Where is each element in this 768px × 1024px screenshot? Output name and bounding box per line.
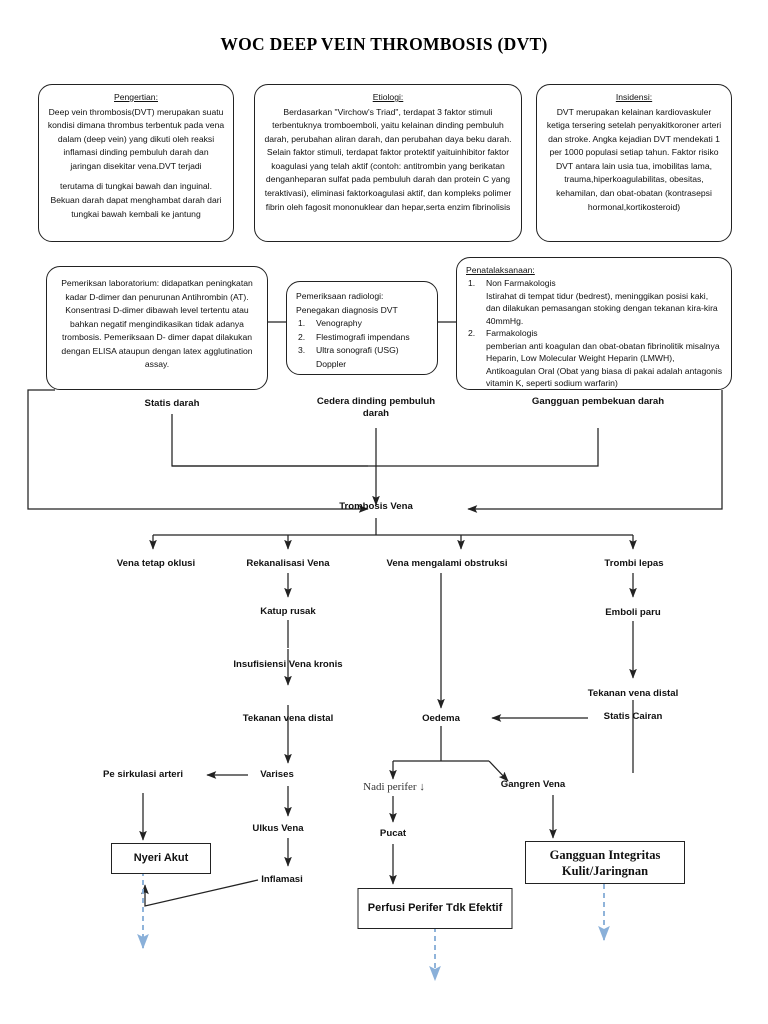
list-item: 1.Venography — [298, 318, 362, 329]
node-nadi-perifer: Nadi perifer ↓ — [363, 781, 425, 793]
diagnosis-perfusi-perifer-label: Perfusi Perifer Tdk Efektif — [367, 902, 503, 915]
node-vena-mengalami-obstruksi: Vena mengalami obstruksi — [386, 558, 508, 569]
node-inflamasi: Inflamasi — [261, 874, 303, 885]
card-pengertian-body-1: Deep vein thrombosis(DVT) merupakan suat… — [47, 106, 225, 171]
card-pengertian-heading: Pengertian: — [114, 92, 158, 102]
card-etiologi-heading: Etiologi: — [372, 92, 404, 102]
node-tekanan-vena-distal-left: Tekanan vena distal — [242, 713, 334, 724]
node-varises: Varises — [260, 769, 294, 780]
page-title: WOC DEEP VEIN THROMBOSIS (DVT) — [220, 34, 548, 54]
card-insidensi-heading: Insidensi: — [615, 92, 653, 102]
diagnosis-box-gangguan-integritas: Gangguan Integritas Kulit/Jaringnan — [525, 841, 685, 884]
list-item: 2. Farmakologis pemberian anti koagulan … — [468, 328, 723, 389]
list-item: 2.Flestimografi impendans — [298, 331, 410, 342]
card-insidensi-body: DVT merupakan kelainan kardiovaskuler ke… — [546, 106, 722, 212]
node-insufisiensi-vena-kronis: Insufisiensi Vena kronis — [233, 659, 343, 670]
node-pucat: Pucat — [379, 828, 407, 839]
card-radiologi-list: 1.Venography 2.Flestimografi impendans 3… — [296, 317, 428, 371]
card-penatalaksanaan-heading: Penatalaksanaan: — [466, 265, 535, 275]
diagnosis-nyeri-akut-label: Nyeri Akut — [133, 852, 189, 865]
card-radiologi-line-1: Pemeriksaan radiologi: — [296, 291, 384, 301]
diagnosis-box-nyeri-akut: Nyeri Akut — [111, 843, 211, 874]
card-penatalaksanaan: Penatalaksanaan: 1. Non Farmakologis Ist… — [456, 257, 732, 390]
node-trombi-lepas: Trombi lepas — [604, 558, 664, 569]
node-statis-cairan: Statis Cairan — [603, 711, 663, 722]
node-rekanalisasi-vena: Rekanalisasi Vena — [246, 558, 330, 569]
card-etiologi: Etiologi: Berdasarkan "Virchow's Triad",… — [254, 84, 522, 242]
node-emboli-paru: Emboli paru — [605, 607, 661, 618]
node-ulkus-vena: Ulkus Vena — [252, 823, 304, 834]
node-katup-rusak: Katup rusak — [260, 606, 316, 617]
node-trombosis-vena: Trombosis Vena — [339, 501, 413, 512]
diagnosis-gangguan-integritas-label: Gangguan Integritas Kulit/Jaringnan — [549, 847, 661, 878]
node-oedema: Oedema — [422, 713, 460, 724]
card-pemeriksaan-radiologi: Pemeriksaan radiologi: Penegakan diagnos… — [286, 281, 438, 375]
card-pemeriksaan-laboratorium: Pemeriksan laboratorium: didapatkan peni… — [46, 266, 268, 390]
card-insidensi: Insidensi: DVT merupakan kelainan kardio… — [536, 84, 732, 242]
node-tekanan-vena-distal-right: Tekanan vena distal — [587, 688, 679, 699]
diagnosis-box-perfusi-perifer: Perfusi Perifer Tdk Efektif — [357, 888, 513, 929]
list-item: 1. Non Farmakologis Istirahat di tempat … — [468, 278, 718, 326]
card-etiologi-body: Berdasarkan "Virchow's Triad", terdapat … — [264, 106, 512, 212]
card-pengertian-body-2: terutama di tungkai bawah dan inguinal. … — [50, 181, 222, 219]
node-statis-darah: Statis darah — [144, 398, 200, 409]
node-vena-tetap-oklusi: Vena tetap oklusi — [116, 558, 196, 569]
list-item: 3.Ultra sonografi (USG) Doppler — [298, 345, 399, 369]
node-gangguan-pembekuan: Gangguan pembekuan darah — [531, 396, 665, 407]
node-pe-sirkulasi-arteri: Pe sirkulasi arteri — [103, 769, 183, 780]
card-laboratorium-body: Pemeriksan laboratorium: didapatkan peni… — [61, 278, 253, 370]
node-cedera-dinding: Cedera dinding pembuluh darah — [316, 396, 436, 419]
card-pengertian: Pengertian: Deep vein thrombosis(DVT) me… — [38, 84, 234, 242]
node-gangren-vena: Gangren Vena — [500, 779, 566, 790]
card-radiologi-line-2: Penegakan diagnosis DVT — [296, 304, 398, 315]
card-penatalaksanaan-list: 1. Non Farmakologis Istirahat di tempat … — [466, 277, 722, 389]
